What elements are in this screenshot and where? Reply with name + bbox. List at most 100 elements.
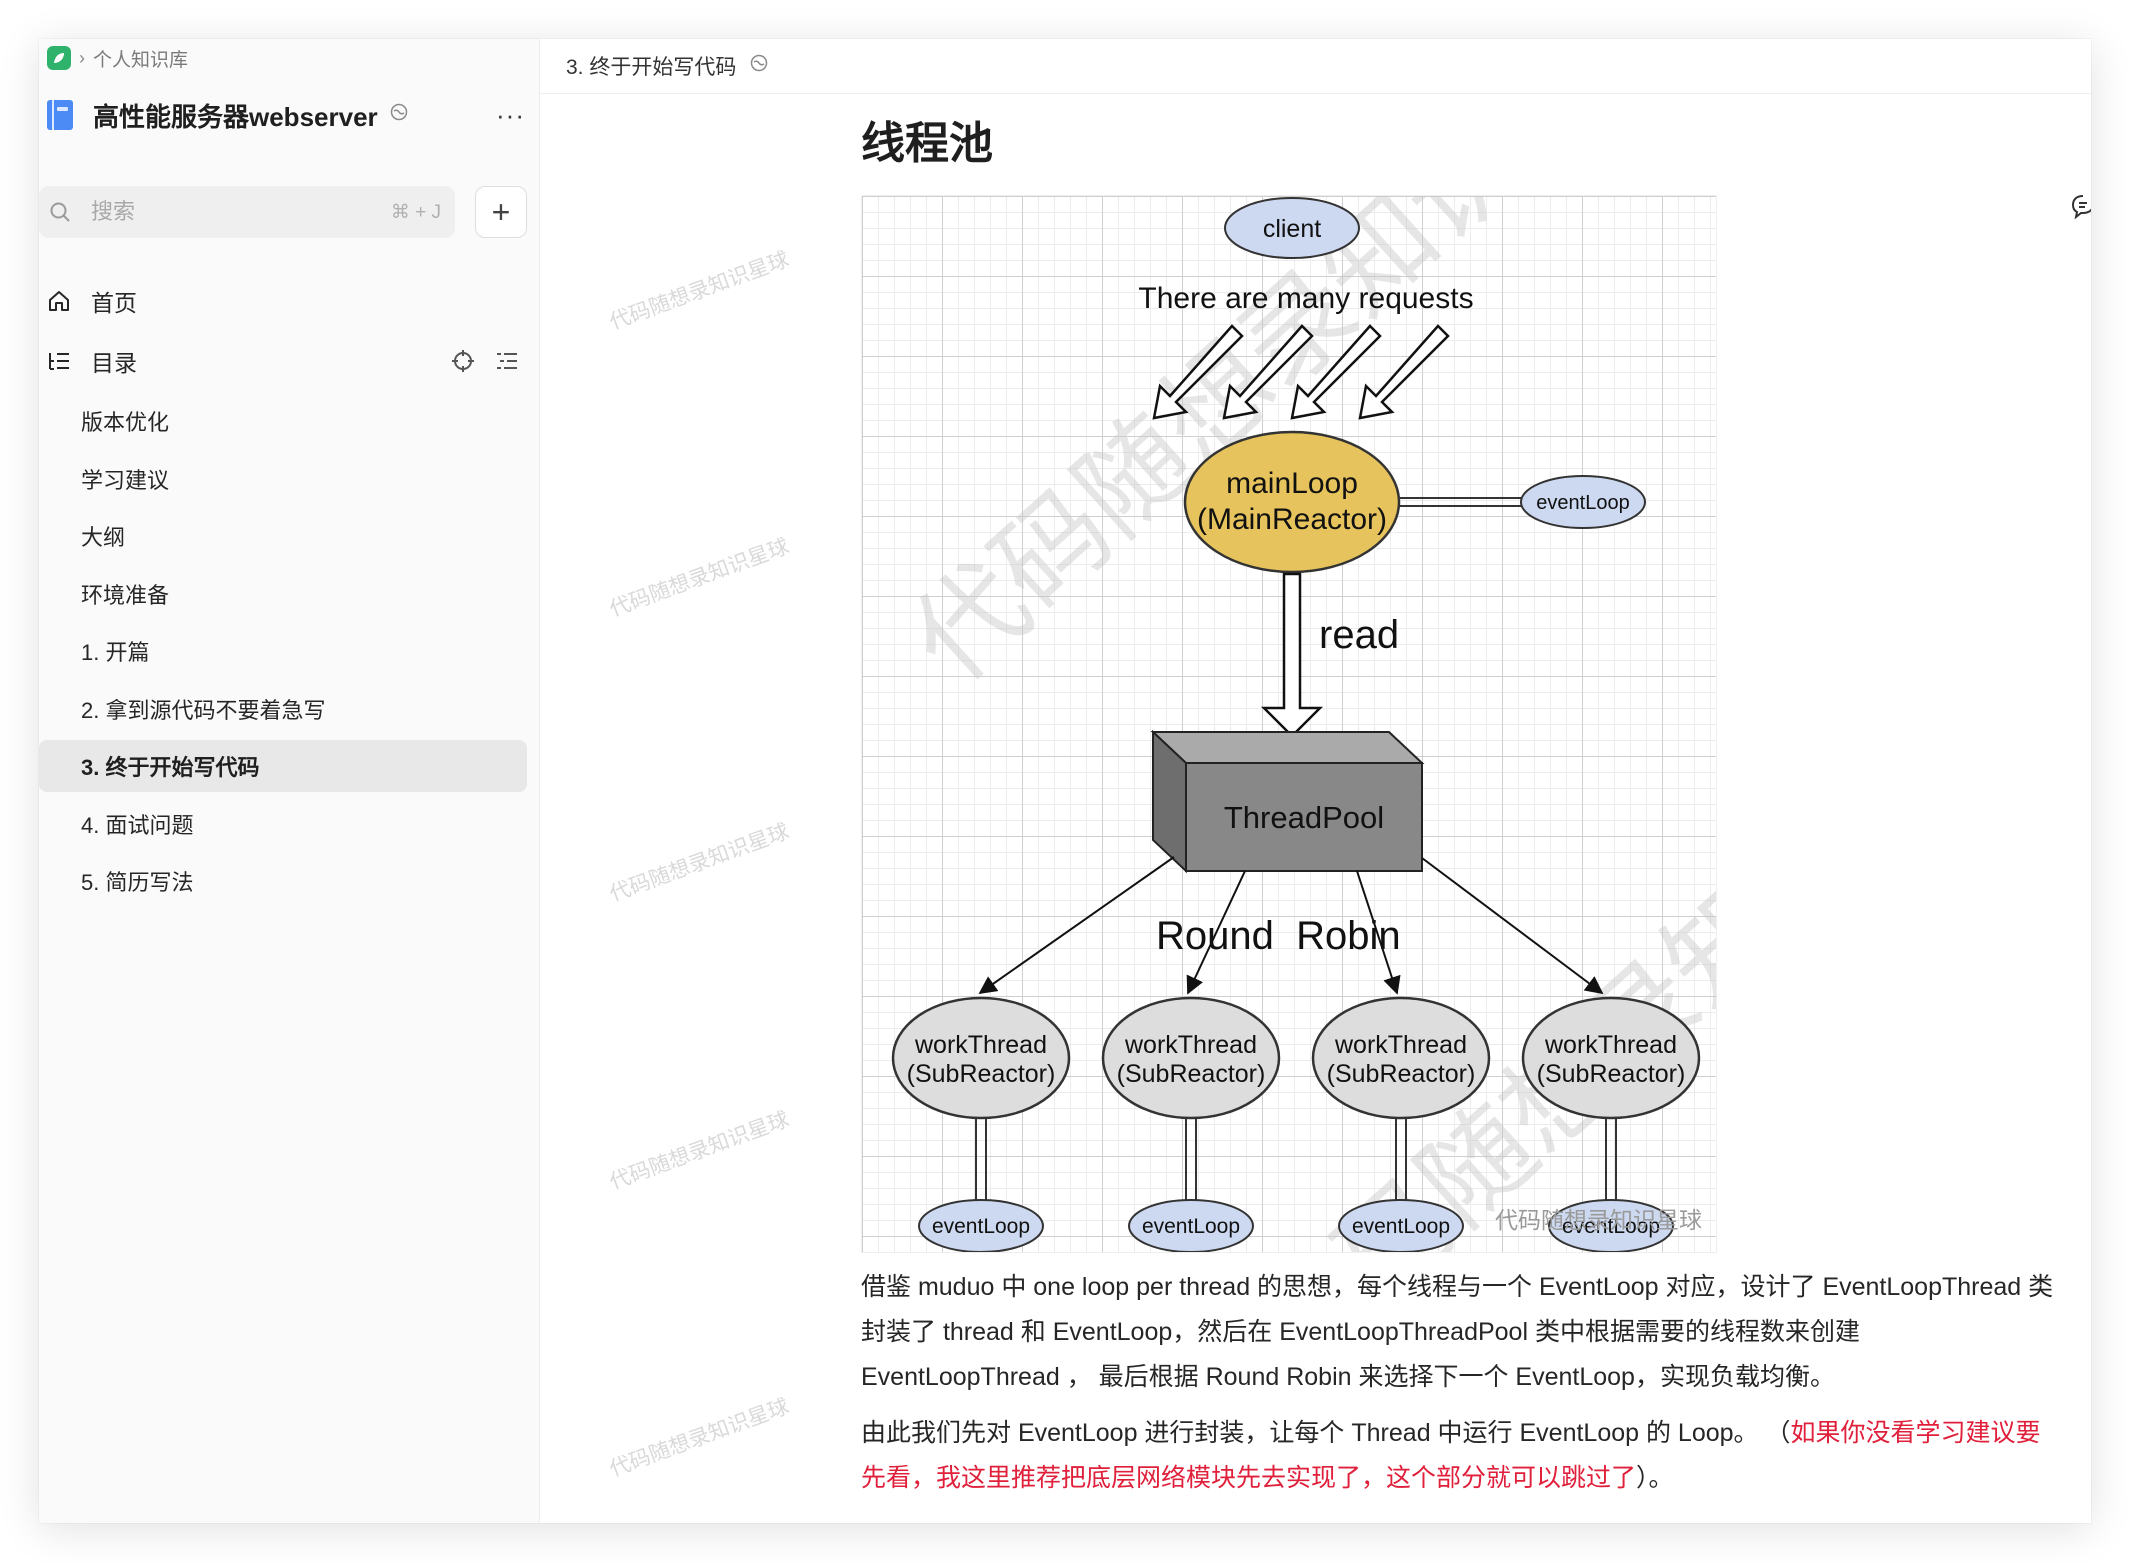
toc-item[interactable]: 环境准备 xyxy=(39,568,527,620)
highlighted-recommendation: 如果你没看学习建议要先看，我这里推荐把底层网络模块先去实现了，这个部分就可以跳过… xyxy=(861,1419,2041,1492)
document-topbar: 3. 终于开始写代码 xyxy=(540,39,2091,94)
thread-pool-top xyxy=(1150,731,1425,764)
work-thread-label: workThread xyxy=(1124,1031,1257,1059)
toc-actions xyxy=(451,349,519,373)
knowledge-base-header: 高性能服务器webserver ··· xyxy=(47,95,525,135)
section-heading: 线程池 xyxy=(861,119,993,168)
breadcrumb-library-link[interactable]: 个人知识库 xyxy=(93,49,189,71)
add-button[interactable]: + xyxy=(475,186,527,238)
architecture-diagram[interactable]: 代码随想录知识 代码随想录知识 client There are many re… xyxy=(861,195,1717,1253)
document-breadcrumb-title[interactable]: 3. 终于开始写代码 xyxy=(566,56,737,79)
search-box[interactable]: ⌘ + J xyxy=(39,186,455,238)
work-thread-sublabel: (SubReactor) xyxy=(907,1060,1056,1088)
book-icon xyxy=(47,100,73,130)
work-thread-group: workThread (SubReactor) eventLoop xyxy=(891,996,1071,1252)
round-robin-arrows xyxy=(978,856,1604,995)
paragraph-thread-pool-description: 借鉴 muduo 中 one loop per thread 的思想，每个线程与… xyxy=(861,1273,2054,1391)
worker-eventloop-label: eventLoop xyxy=(1142,1215,1240,1238)
toc-item[interactable]: 3. 终于开始写代码 xyxy=(39,740,527,792)
watermark-text: 代码随想录知识星球 xyxy=(606,534,793,622)
figure-watermark: 代码随想录知识星球 xyxy=(1495,1207,1702,1233)
knowledge-base-title[interactable]: 高性能服务器webserver xyxy=(93,101,378,132)
worker-eventloop-label: eventLoop xyxy=(932,1215,1030,1238)
requests-label: There are many requests xyxy=(1138,282,1473,315)
paragraph-eventloop-note: 由此我们先对 EventLoop 进行封装，让每个 Thread 中运行 Eve… xyxy=(861,1411,2061,1501)
toc-item[interactable]: 学习建议 xyxy=(39,453,527,505)
worker-eventloop-node xyxy=(1128,1199,1254,1252)
watermark-text: 代码随想录知识星球 xyxy=(606,247,793,335)
work-thread-group: workThread (SubReactor) eventLoop xyxy=(1521,996,1701,1252)
toc-item[interactable]: 大纲 xyxy=(39,510,527,562)
work-thread-group: workThread (SubReactor) eventLoop xyxy=(1101,996,1281,1252)
chevron-right-icon: › xyxy=(79,47,85,68)
work-thread-group: workThread (SubReactor) eventLoop xyxy=(1311,996,1491,1252)
visibility-icon[interactable] xyxy=(390,103,408,127)
read-label: read xyxy=(1319,613,1399,657)
search-input[interactable] xyxy=(89,198,343,226)
client-label: client xyxy=(1263,215,1321,243)
toc-item[interactable]: 2. 拿到源代码不要着急写 xyxy=(39,683,527,735)
main-loop-label: mainLoop xyxy=(1226,467,1358,500)
worker-eventloop-node xyxy=(918,1199,1044,1252)
main-loop-sublabel: (MainReactor) xyxy=(1197,503,1387,536)
watermark-text: 代码随想录知识星球 xyxy=(606,819,793,907)
toc-item[interactable]: 5. 简历写法 xyxy=(39,855,527,907)
toc-item[interactable]: 版本优化 xyxy=(39,395,527,447)
work-thread-node xyxy=(1101,996,1281,1120)
visibility-icon[interactable] xyxy=(750,54,768,78)
nav-toc-label: 目录 xyxy=(91,350,137,376)
comment-icon[interactable] xyxy=(2071,193,2091,221)
thread-pool-node xyxy=(1185,762,1423,872)
toc-item[interactable]: 4. 面试问题 xyxy=(39,798,527,850)
more-options-button[interactable]: ··· xyxy=(496,99,525,130)
home-icon xyxy=(49,291,69,311)
work-thread-label: workThread xyxy=(914,1031,1047,1059)
paragraph-eventloop-note-end: ）。 xyxy=(1636,1464,1674,1492)
round-robin-label: Round Robin xyxy=(1156,914,1401,958)
watermark-text: 代码随想录知识星球 xyxy=(606,1394,793,1482)
request-arrows xyxy=(1152,324,1450,420)
work-thread-label: workThread xyxy=(1544,1031,1677,1059)
toc-item-label: 2. 拿到源代码不要着急写 xyxy=(81,697,326,723)
diagram-watermark: 代码随想录知识 xyxy=(889,196,1544,705)
locate-icon[interactable] xyxy=(451,349,475,373)
search-icon xyxy=(50,202,70,222)
diagram-svg: 代码随想录知识 代码随想录知识 client There are many re… xyxy=(889,196,1716,1252)
app-logo-icon xyxy=(47,46,71,70)
toc-item-label: 1. 开篇 xyxy=(81,640,150,665)
document-area: 3. 终于开始写代码 代码随想录知识星球 代码随想录知识星球 代码随想录知识星球… xyxy=(540,39,2091,1523)
search-row: ⌘ + J + xyxy=(39,186,539,238)
main-eventloop-label: eventLoop xyxy=(1536,492,1629,514)
read-arrow xyxy=(1260,572,1324,738)
toc-item-label: 5. 简历写法 xyxy=(81,870,194,895)
watermark-text: 代码随想录知识星球 xyxy=(606,1107,793,1195)
main-eventloop-node xyxy=(1520,475,1646,529)
app-window: › 个人知识库 高性能服务器webserver ··· ⌘ + J + 首页 xyxy=(39,39,2091,1523)
client-node xyxy=(1224,197,1360,259)
worker-eventloop-label: eventLoop xyxy=(1352,1215,1450,1238)
main-loop-node xyxy=(1183,430,1401,574)
sidebar: › 个人知识库 高性能服务器webserver ··· ⌘ + J + 首页 xyxy=(39,39,540,1523)
work-thread-sublabel: (SubReactor) xyxy=(1117,1060,1266,1088)
work-thread-node xyxy=(1521,996,1701,1120)
toc-item-label: 版本优化 xyxy=(81,410,170,435)
search-shortcut-hint: ⌘ + J xyxy=(390,201,441,223)
work-thread-label: workThread xyxy=(1334,1031,1467,1059)
work-thread-node xyxy=(891,996,1071,1120)
toc-item-label: 3. 终于开始写代码 xyxy=(81,755,260,780)
toc-item-label: 环境准备 xyxy=(81,582,170,608)
paragraph-eventloop-note-text: 由此我们先对 EventLoop 进行封装，让每个 Thread 中运行 Eve… xyxy=(861,1419,1791,1447)
toc-icon xyxy=(49,353,69,370)
toc-item-label: 大纲 xyxy=(81,525,126,550)
worker-eventloop-label: eventLoop xyxy=(1562,1215,1660,1238)
work-thread-node xyxy=(1311,996,1491,1120)
toc-item-label: 4. 面试问题 xyxy=(81,812,194,838)
worker-eventloop-node xyxy=(1548,1199,1674,1252)
toc-item[interactable]: 1. 开篇 xyxy=(39,625,527,677)
nav-home[interactable]: 首页 xyxy=(39,279,539,323)
work-thread-sublabel: (SubReactor) xyxy=(1327,1060,1476,1088)
collapse-list-icon[interactable] xyxy=(495,349,519,373)
nav-home-label: 首页 xyxy=(91,290,137,316)
toc-item-label: 学习建议 xyxy=(81,467,170,493)
nav-toc[interactable]: 目录 xyxy=(39,339,539,383)
